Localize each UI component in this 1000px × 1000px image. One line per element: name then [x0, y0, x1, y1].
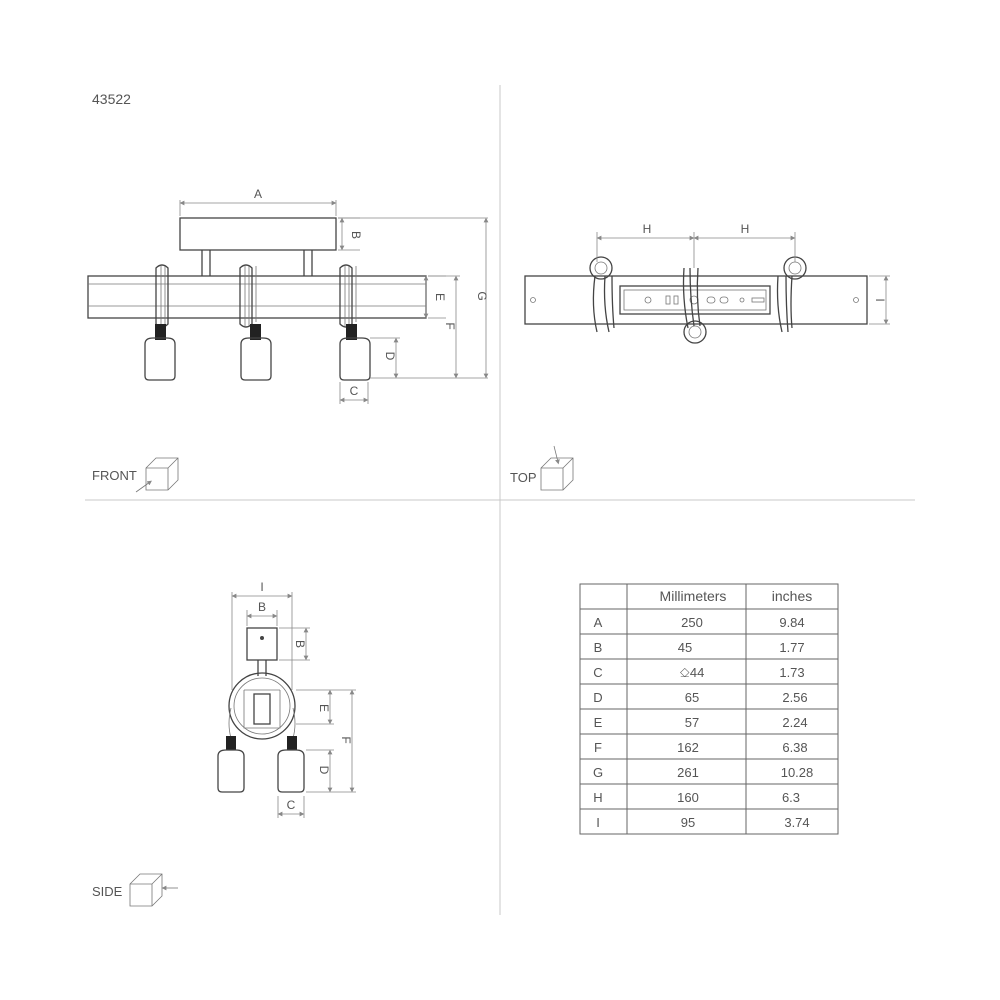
front-dim-c-label: C: [350, 384, 359, 398]
top-cable-coil-right: [776, 256, 807, 333]
side-dim-b-label-top: B: [258, 600, 266, 614]
svg-text:⎐44: ⎐44: [680, 665, 705, 680]
front-view-cube-icon: [135, 457, 179, 493]
top-cable-coil-left: [589, 256, 615, 333]
front-dim-g-label: G: [475, 291, 489, 300]
top-dim-h-label-1: H: [643, 222, 652, 236]
svg-text:E: E: [594, 715, 603, 730]
side-dim-f-label: F: [339, 736, 353, 743]
table-row: B 45 1.77: [594, 640, 805, 655]
svg-text:45: 45: [678, 640, 692, 655]
top-bar: [524, 275, 868, 325]
svg-text:57: 57: [685, 715, 699, 730]
front-socket-3: [346, 324, 357, 340]
front-bulb-1: [144, 337, 176, 381]
side-socket-right: [287, 736, 297, 750]
table-row: C ⎐44 1.73: [593, 665, 804, 680]
front-bar: [87, 275, 427, 319]
front-dim-a-label: A: [254, 187, 262, 201]
top-view-cube-icon: [540, 445, 574, 491]
front-socket-1: [155, 324, 166, 340]
svg-text:A: A: [594, 615, 603, 630]
table-header-mm: Millimeters: [660, 588, 727, 604]
side-dim-i-label: I: [260, 580, 263, 594]
front-ceiling-plate: [179, 217, 337, 251]
svg-text:B: B: [594, 640, 603, 655]
side-dim-d-label: D: [317, 766, 331, 775]
table-row: H 160 6.3: [593, 790, 800, 805]
top-mounting-holes: [644, 295, 765, 305]
svg-text:D: D: [593, 690, 602, 705]
svg-text:I: I: [596, 815, 600, 830]
top-view: H H I TOP: [510, 222, 890, 491]
svg-text:6.3: 6.3: [782, 790, 800, 805]
table-row: I 95 3.74: [596, 815, 809, 830]
side-socket-left: [226, 736, 236, 750]
table-row: G 261 10.28: [593, 765, 813, 780]
svg-text:H: H: [593, 790, 602, 805]
side-bulb-right: [277, 749, 305, 793]
svg-text:1.73: 1.73: [779, 665, 804, 680]
svg-text:10.28: 10.28: [781, 765, 814, 780]
side-bar-profile: [253, 693, 271, 725]
table-row: F 162 6.38: [594, 740, 808, 755]
top-dim-h-label-2: H: [741, 222, 750, 236]
svg-text:F: F: [594, 740, 602, 755]
front-dim-b-label: B: [349, 231, 363, 239]
side-view-label: SIDE: [92, 884, 123, 899]
svg-text:2.56: 2.56: [782, 690, 807, 705]
svg-text:3.74: 3.74: [784, 815, 809, 830]
front-socket-2: [250, 324, 261, 340]
svg-text:65: 65: [685, 690, 699, 705]
svg-text:6.38: 6.38: [782, 740, 807, 755]
side-view-cube-icon: [129, 873, 178, 907]
model-number: 43522: [92, 91, 131, 107]
svg-text:162: 162: [677, 740, 699, 755]
side-dim-e-label: E: [317, 704, 331, 712]
svg-text:95: 95: [681, 815, 695, 830]
table-row: D 65 2.56: [593, 690, 807, 705]
table-row: E 57 2.24: [594, 715, 808, 730]
svg-text:250: 250: [681, 615, 703, 630]
side-dim-b-label-side: B: [293, 640, 307, 648]
svg-text:C: C: [593, 665, 602, 680]
svg-text:1.77: 1.77: [779, 640, 804, 655]
side-bulb-left: [217, 749, 245, 793]
front-view-label: FRONT: [92, 468, 137, 483]
front-dim-f-label: F: [443, 322, 457, 329]
front-bulb-2: [240, 337, 272, 381]
top-cable-coil-center: [682, 267, 707, 344]
dimension-table: Millimeters inches A 250 9.84 B 45 1.77 …: [579, 583, 839, 835]
svg-text:261: 261: [677, 765, 699, 780]
table-header-in: inches: [772, 588, 812, 604]
front-bulb-3: [339, 337, 371, 381]
front-view: A B E F G D C FRONT: [87, 187, 489, 493]
side-ring: [228, 672, 296, 740]
side-dim-c-label: C: [287, 798, 296, 812]
front-dim-d-label: D: [383, 352, 397, 361]
top-dim-i-label: I: [873, 298, 887, 301]
svg-text:160: 160: [677, 790, 699, 805]
table-row: A 250 9.84: [594, 615, 805, 630]
front-dim-e-label: E: [433, 293, 447, 301]
top-mounting-channel: [619, 285, 771, 315]
top-view-label: TOP: [510, 470, 537, 485]
svg-text:G: G: [593, 765, 603, 780]
svg-text:2.24: 2.24: [782, 715, 807, 730]
svg-text:9.84: 9.84: [779, 615, 804, 630]
side-view: I B B E F D C SIDE: [92, 580, 356, 907]
side-ceiling-plate: [246, 627, 278, 661]
